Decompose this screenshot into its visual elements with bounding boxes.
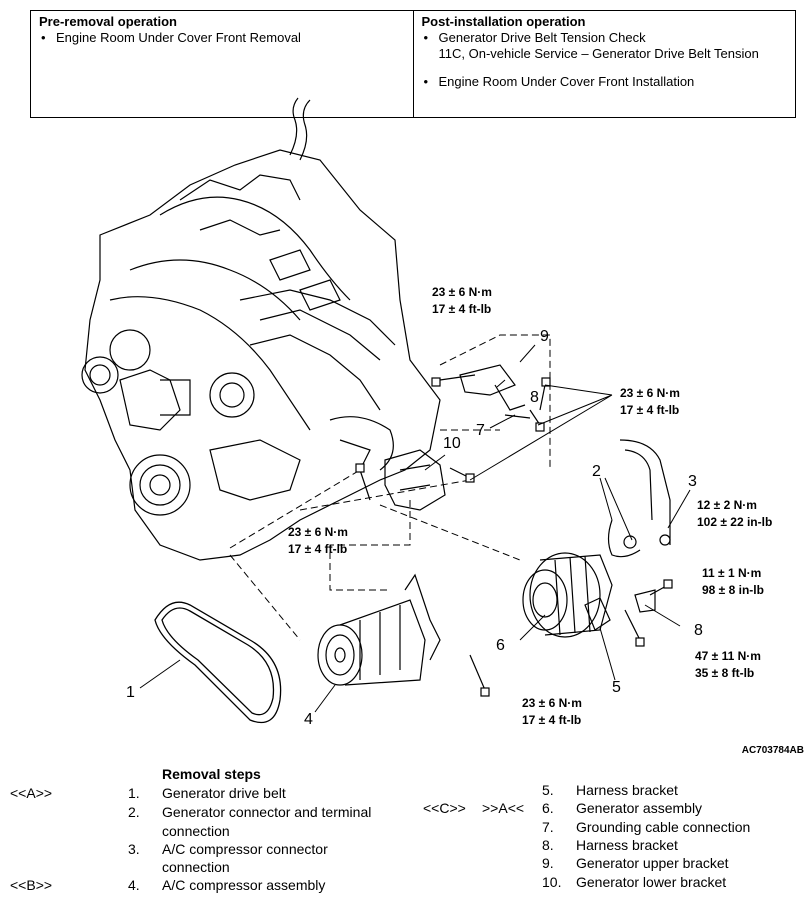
ac-compressor-drawing (317, 573, 441, 686)
figure-code: AC703784AB (741, 745, 804, 756)
torque-bracket-bolt-nm: 23 ± 6 N·m (288, 525, 348, 539)
pre-removal-column: Pre-removal operation Engine Room Under … (31, 11, 413, 117)
step-text: Generator drive belt (162, 785, 286, 801)
step-text: A/C compressor connector (162, 841, 328, 857)
step-text: Generator upper bracket (576, 855, 729, 871)
generator-drawing (522, 552, 613, 638)
callout-3: 3 (688, 473, 697, 490)
step-number: 2. (128, 804, 140, 820)
assembly-lines (229, 334, 551, 641)
step-text: Grounding cable connection (576, 819, 751, 835)
step-number: 7. (542, 819, 554, 835)
step-text-cont: connection (162, 823, 230, 839)
service-point-tag-a: <<A>> (10, 785, 53, 801)
callout-5: 5 (612, 679, 621, 696)
torque-compressor-bolt-ft: 17 ± 4 ft-lb (522, 713, 581, 727)
step-text: Harness bracket (576, 782, 678, 798)
torque-generator-bolt-nm: 47 ± 11 N·m (695, 649, 761, 663)
torque-generator-bolt-ft: 35 ± 8 ft-lb (695, 666, 754, 680)
step-number: 6. (542, 800, 554, 816)
step-text: Generator lower bracket (576, 874, 727, 890)
callout-2: 2 (592, 463, 601, 480)
step-number: 3. (128, 841, 140, 857)
callout-1: 1 (126, 684, 135, 701)
drive-belt-drawing (154, 601, 282, 724)
step-number: 8. (542, 837, 554, 853)
brackets-drawing (384, 364, 656, 631)
removal-steps-heading: Removal steps (162, 766, 261, 782)
installation-tag-a: >>A<< (482, 800, 525, 816)
step-text: A/C compressor assembly (162, 877, 326, 893)
step-text: Generator connector and terminal (162, 804, 372, 820)
torque-bracket-bolt-ft: 17 ± 4 ft-lb (288, 542, 347, 556)
torque-labels: 23 ± 6 N·m 17 ± 4 ft-lb 23 ± 6 N·m 17 ± … (288, 285, 772, 727)
step-number: 1. (128, 785, 140, 801)
torque-upper-bracket-ft: 17 ± 4 ft-lb (432, 302, 491, 316)
torque-lower-bracket-nm: 23 ± 6 N·m (620, 386, 680, 400)
callout-8-lower: 8 (694, 622, 703, 639)
pre-removal-title: Pre-removal operation (39, 14, 177, 29)
step-text: Generator assembly (576, 800, 703, 816)
engine-drawing (81, 97, 441, 561)
post-installation-item: Generator Drive Belt Tension Check (422, 30, 788, 46)
torque-terminal-nm: 12 ± 2 N·m (697, 498, 757, 512)
callout-leaders (139, 344, 691, 713)
callout-10: 10 (443, 435, 461, 452)
post-installation-item: Engine Room Under Cover Front Installati… (422, 74, 788, 90)
callout-numbers: 1 2 3 4 5 6 7 8 8 9 10 (126, 328, 703, 728)
torque-harness-bracket-in: 98 ± 8 in-lb (702, 583, 764, 597)
service-point-tag-b: <<B>> (10, 877, 53, 893)
torque-compressor-bolt-nm: 23 ± 6 N·m (522, 696, 582, 710)
engine-illustration: 23 ± 6 N·m 17 ± 4 ft-lb 23 ± 6 N·m 17 ± … (81, 97, 772, 728)
torque-harness-bracket-nm: 11 ± 1 N·m (702, 566, 761, 580)
step-text: Harness bracket (576, 837, 678, 853)
service-point-tag-c: <<C>> (423, 800, 466, 816)
pre-removal-item: Engine Room Under Cover Front Removal (39, 30, 405, 46)
callout-8-upper: 8 (530, 389, 539, 406)
step-number: 9. (542, 855, 554, 871)
operations-table: Pre-removal operation Engine Room Under … (30, 10, 796, 118)
callout-6: 6 (496, 637, 505, 654)
step-number: 4. (128, 877, 140, 893)
harness-drawing (607, 439, 671, 558)
callout-9: 9 (540, 328, 549, 345)
post-installation-column: Post-installation operation Generator Dr… (412, 11, 796, 117)
torque-upper-bracket-nm: 23 ± 6 N·m (432, 285, 492, 299)
callout-4: 4 (304, 711, 313, 728)
step-number: 5. (542, 782, 554, 798)
removal-steps: Removal steps <<A>> <<B>> <<C>> >>A<< 1.… (0, 766, 812, 903)
post-installation-title: Post-installation operation (421, 14, 586, 29)
callout-7: 7 (476, 422, 485, 439)
bolts-drawing (355, 374, 673, 697)
post-installation-subitem: 11C, On-vehicle Service – Generator Driv… (438, 46, 759, 61)
torque-lower-bracket-ft: 17 ± 4 ft-lb (620, 403, 679, 417)
torque-terminal-in: 102 ± 22 in-lb (697, 515, 772, 529)
step-text-cont: connection (162, 859, 230, 875)
step-number: 10. (542, 874, 562, 890)
